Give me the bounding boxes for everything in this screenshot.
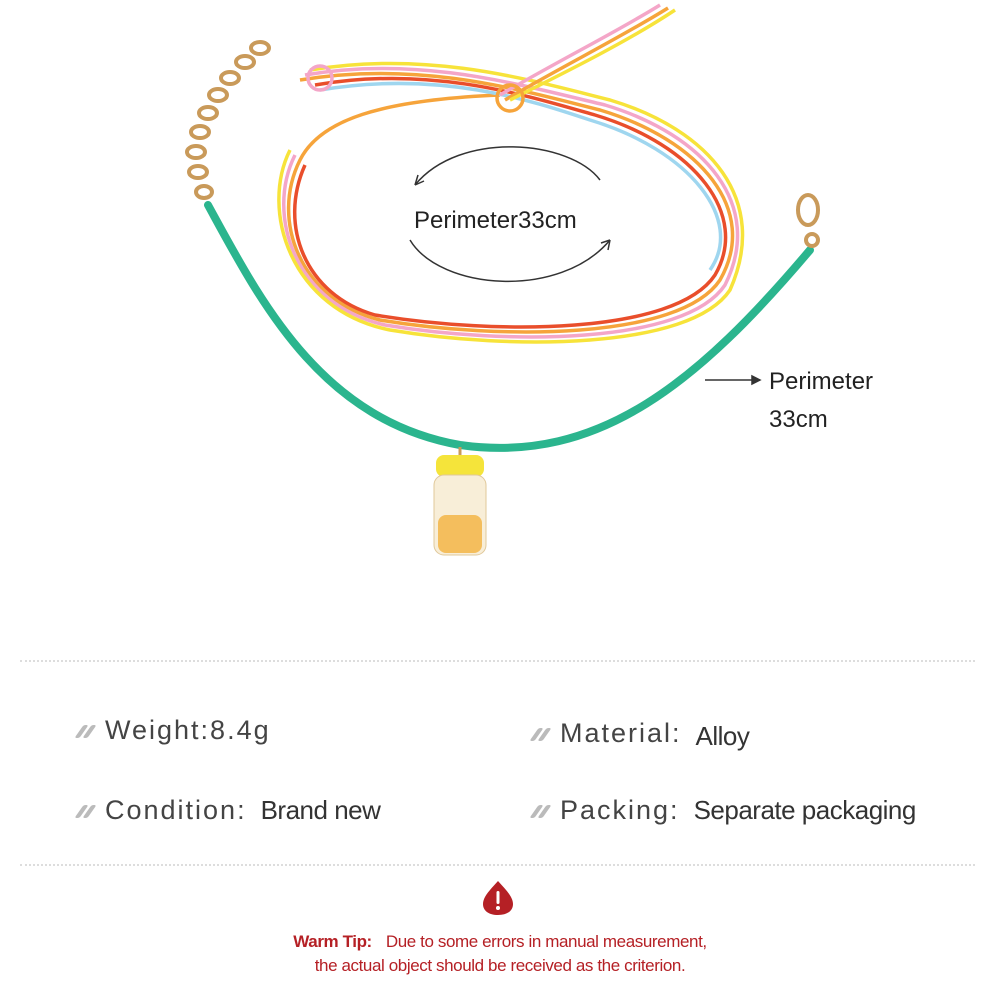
warm-tip-line2-row: the actual object should be received as … [0, 956, 1000, 976]
spec-key: Packing: [560, 795, 680, 825]
green-cord-bracelet [204, 201, 814, 452]
lower-perimeter-label-line1: Perimeter [769, 368, 874, 395]
warning-icon [483, 881, 513, 915]
spec-value: Separate packaging [693, 795, 917, 825]
spec-key: Weight: [105, 715, 211, 745]
warm-tip-line1: Due to some errors in manual measurement… [385, 932, 707, 951]
upper-perimeter-label: Perimeter33cm [414, 207, 577, 234]
warm-tip-label: Warm Tip: [293, 932, 372, 951]
product-photo [185, 3, 820, 556]
slash-bullet-icon [74, 804, 97, 818]
spec-packing: Packing: Separate packaging [529, 795, 917, 826]
warm-tip: Warm Tip: Due to some errors in manual me… [0, 932, 1000, 952]
multicolor-bracelet [277, 3, 745, 344]
spec-value: Brand new [260, 795, 381, 825]
measurement-arrows [409, 146, 611, 283]
bottle-pendant [433, 447, 487, 556]
spec-value: 8.4g [210, 715, 271, 745]
spec-weight: Weight: 8.4g [74, 715, 271, 746]
slash-bullet-icon [529, 804, 552, 818]
spec-material: Material: Alloy [529, 715, 750, 752]
spec-key: Condition: [105, 795, 247, 825]
extension-chain [185, 40, 271, 200]
bottom-divider [20, 864, 975, 866]
slash-bullet-icon [529, 727, 552, 741]
pointer-arrow [705, 374, 762, 386]
slash-bullet-icon [74, 724, 97, 738]
spec-condition: Condition: Brand new [74, 795, 381, 826]
spec-key: Material: [560, 718, 682, 748]
top-divider [20, 660, 975, 662]
warm-tip-line2: the actual object should be received as … [314, 956, 686, 975]
lobster-clasp [796, 193, 820, 248]
spec-value: Alloy [695, 721, 750, 751]
lower-perimeter-label-line2: 33cm [769, 406, 828, 433]
